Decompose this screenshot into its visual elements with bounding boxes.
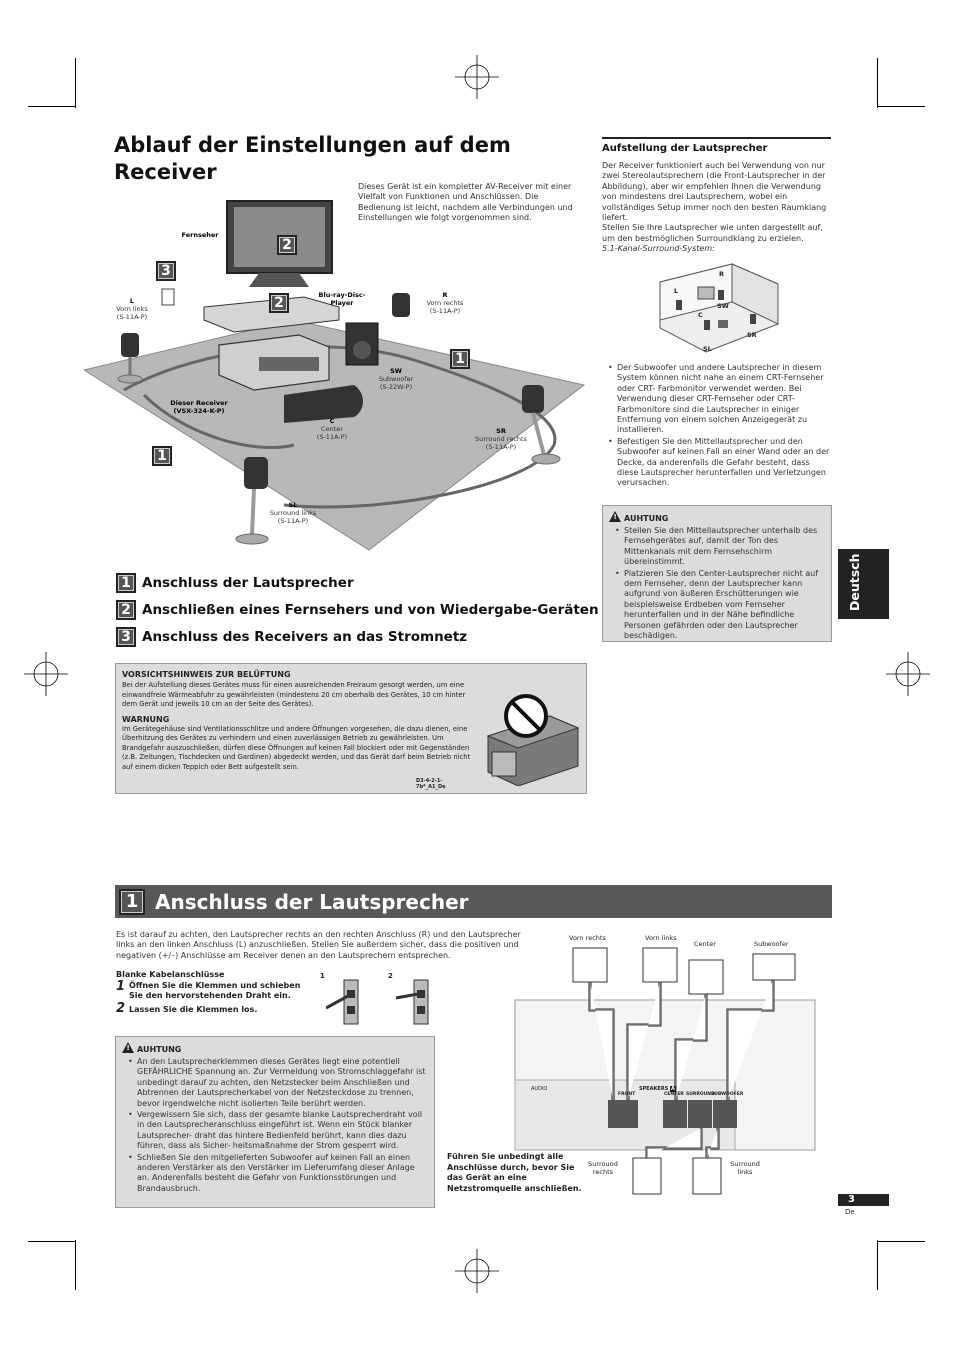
placement-bullets: Der Subwoofer und andere Lautsprecher in… — [608, 363, 832, 490]
document-code: D3-4-2-1-7b*_A1_De — [416, 778, 446, 790]
caution-box-right: AUHTUNG Stellen Sie den Mittellautsprech… — [602, 505, 832, 642]
room-label-SR: SR — [747, 331, 757, 339]
step-item-2: 2 Anschließen eines Fernsehers und von W… — [116, 598, 599, 622]
room-label-C: C — [698, 311, 703, 319]
ventilation-box: VORSICHTSHINWEIS ZUR BELÜFTUNG Bei der A… — [115, 663, 587, 794]
caution-box-bottom: AUHTUNG An den Lautsprecherklemmen diese… — [115, 1036, 435, 1208]
setup-illustration: 3 2 2 1 1 Fernseher Blu-ray-Disc-Player … — [84, 195, 594, 555]
page-number: 3 — [838, 1194, 889, 1206]
bare-wire-instructions: Blanke Kabelanschlüsse 1 Öffnen Sie die … — [116, 970, 301, 1016]
placement-heading: Aufstellung der Lautsprecher — [602, 143, 768, 154]
ventilation-illustration — [486, 694, 580, 786]
badge-step-1-left: 1 — [152, 446, 172, 466]
label-tv: Fernseher — [181, 231, 219, 239]
label-front-left-wiring: Vorn links — [645, 934, 677, 942]
warning-triangle-icon — [609, 511, 621, 522]
step-item-1: 1 Anschluss der Lautsprecher — [116, 571, 599, 595]
label-center-wiring: Center — [694, 940, 716, 948]
wiring-drawing — [514, 947, 816, 1195]
badge-step-1-right: 1 — [450, 349, 470, 369]
registration-mark-top — [455, 55, 499, 99]
figure-label-2: 2 — [388, 972, 393, 980]
room-label-SL: SL — [703, 345, 712, 353]
setup-drawing — [84, 200, 586, 551]
registration-mark-left — [24, 652, 68, 696]
section-title: Anschluss der Lautsprecher — [155, 889, 469, 914]
ventilation-heading: VORSICHTSHINWEIS ZUR BELÜFTUNG — [122, 670, 291, 679]
section-intro: Es ist darauf zu achten, den Lautspreche… — [116, 930, 521, 960]
warning-triangle-icon — [122, 1042, 134, 1053]
badge-step-3: 3 — [156, 261, 176, 281]
room-diagram — [659, 263, 779, 353]
ventilation-text: Bei der Aufstellung dieses Gerätes muss … — [122, 681, 466, 708]
panel-center-label: CENTER — [664, 1092, 684, 1097]
figure-label-1: 1 — [320, 972, 325, 980]
panel-speakers-label: SPEAKERS A — [639, 1086, 676, 1092]
warning-text: Im Gerätegehäuse sind Ventilationsschlit… — [122, 724, 471, 771]
room-label-L: L — [674, 287, 679, 295]
intro-text: Dieses Gerät ist ein kompletter AV-Recei… — [358, 182, 573, 223]
registration-mark-bottom — [455, 1249, 499, 1293]
page-title: Ablauf der Einstellungen auf dem Receive… — [114, 133, 511, 184]
warning-heading: WARNUNG — [122, 714, 170, 724]
step-list: 1 Anschluss der Lautsprecher 2 Anschließ… — [116, 571, 599, 649]
wiring-diagram: Vorn rechts Vorn links Center Subwoofer … — [513, 930, 833, 1200]
panel-audio-label: AUDIO — [531, 1086, 548, 1092]
terminal-figures — [326, 979, 429, 1025]
step-item-3: 3 Anschluss des Receivers an das Stromne… — [116, 625, 599, 649]
language-tab: Deutsch — [838, 549, 889, 619]
panel-front-label: FRONT — [618, 1092, 636, 1097]
label-subwoofer-wiring: Subwoofer — [754, 940, 789, 948]
badge-step-2-player: 2 — [269, 293, 289, 313]
label-receiver: Dieser Receiver(VSX-324-K-P) — [170, 399, 228, 415]
room-label-SW: SW — [717, 302, 729, 310]
room-label-R: R — [719, 270, 725, 278]
footer-language: De — [845, 1208, 855, 1216]
placement-text: Der Receiver funktioniert auch bei Verwe… — [602, 161, 827, 254]
badge-step-2-tv: 2 — [277, 235, 297, 255]
panel-surround-label: SURROUND — [686, 1092, 715, 1097]
panel-subwoofer-label: SUBWOOFER — [711, 1092, 744, 1097]
connection-note: Führen Sie unbedingt alle Anschlüsse dur… — [447, 1152, 582, 1193]
registration-mark-right — [886, 652, 930, 696]
label-bluray: Blu-ray-Disc-Player — [318, 291, 366, 307]
section-header: 1 Anschluss der Lautsprecher — [115, 885, 832, 918]
placement-rule — [602, 137, 831, 139]
label-front-right-wiring: Vorn rechts — [569, 934, 606, 942]
